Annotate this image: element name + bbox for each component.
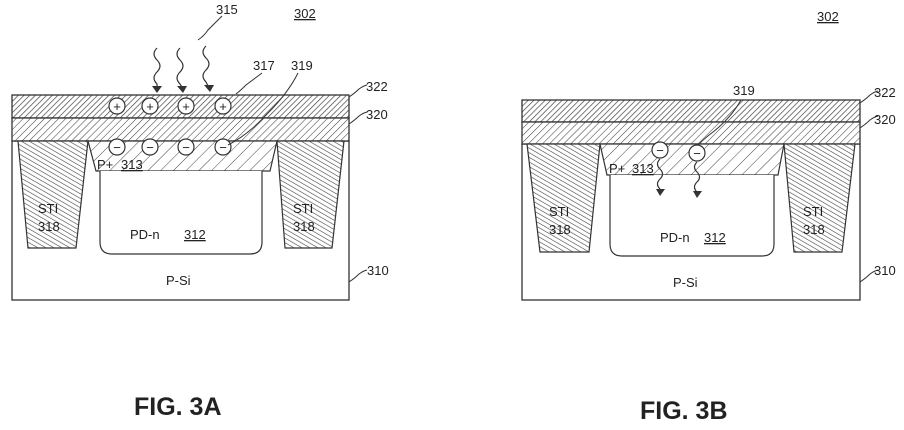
- photodiode-n-region-312: [609, 175, 775, 257]
- layer-322: [521, 99, 861, 123]
- label-p-plus: P+: [609, 161, 625, 176]
- sti-left-318: [526, 143, 601, 253]
- label-sti-right: STI: [803, 204, 823, 219]
- layer-320: [521, 121, 861, 145]
- label-320: 320: [874, 112, 896, 127]
- label-310: 310: [367, 263, 389, 278]
- label-318-left: 318: [549, 222, 571, 237]
- negative-charge-icon: −: [177, 138, 195, 156]
- negative-charge-icons: − −: [651, 141, 706, 162]
- incident-light-arrow-icons: [152, 45, 214, 93]
- label-313: 313: [121, 157, 143, 172]
- sti-right-318: [276, 140, 345, 249]
- svg-text:+: +: [219, 99, 227, 114]
- wavy-arrow-icon: [153, 47, 161, 87]
- figure-3b: − − 302 319 322 320 310 P+ 313 STI 318 S…: [521, 9, 896, 425]
- label-318-right: 318: [293, 219, 315, 234]
- wavy-arrow-icon: [176, 47, 184, 88]
- label-322: 322: [366, 79, 388, 94]
- label-319: 319: [291, 58, 313, 73]
- label-pd-n: PD-n: [130, 227, 160, 242]
- wavy-arrow-icon: [202, 45, 210, 87]
- label-p-si: P-Si: [673, 275, 698, 290]
- svg-text:−: −: [219, 140, 227, 155]
- negative-charge-icons: − − − −: [108, 138, 232, 156]
- label-318-right: 318: [803, 222, 825, 237]
- negative-charge-icon: −: [108, 138, 126, 156]
- figure-caption-3b: FIG. 3B: [640, 397, 728, 425]
- label-320: 320: [366, 107, 388, 122]
- sti-right-318: [783, 143, 856, 253]
- negative-charge-icon: −: [141, 138, 159, 156]
- negative-charge-icon: −: [688, 144, 706, 162]
- label-313: 313: [632, 161, 654, 176]
- label-sti-left: STI: [38, 201, 58, 216]
- layer-320: [11, 117, 350, 142]
- label-302: 302: [294, 6, 316, 21]
- negative-charge-icon: −: [651, 141, 669, 159]
- label-sti-right: STI: [293, 201, 313, 216]
- positive-charge-icon: +: [177, 97, 195, 115]
- svg-text:−: −: [146, 140, 154, 155]
- svg-text:−: −: [182, 140, 190, 155]
- svg-text:+: +: [182, 99, 190, 114]
- positive-charge-icon: +: [108, 97, 126, 115]
- label-pd-n: PD-n: [660, 230, 690, 245]
- label-322: 322: [874, 85, 896, 100]
- negative-charge-icon: −: [214, 138, 232, 156]
- figure-caption-3a: FIG. 3A: [134, 393, 222, 421]
- svg-text:−: −: [113, 140, 121, 155]
- positive-charge-icon: +: [214, 97, 232, 115]
- label-319: 319: [733, 83, 755, 98]
- svg-text:−: −: [693, 146, 701, 161]
- wavy-arrow-icon: [656, 158, 664, 190]
- photodiode-n-region-312: [99, 171, 263, 255]
- figure-3a: + + + + − − − − 315 302 31: [11, 2, 389, 421]
- label-312: 312: [184, 227, 206, 242]
- label-315: 315: [216, 2, 238, 17]
- svg-text:−: −: [656, 143, 664, 158]
- label-p-si: P-Si: [166, 273, 191, 288]
- svg-text:+: +: [146, 99, 154, 114]
- wavy-arrow-icon: [693, 161, 701, 193]
- electron-drift-arrow-icons: [656, 158, 702, 198]
- sti-left-318: [17, 140, 89, 249]
- label-312: 312: [704, 230, 726, 245]
- svg-text:+: +: [113, 99, 121, 114]
- label-p-plus: P+: [97, 157, 113, 172]
- label-302: 302: [817, 9, 839, 24]
- label-310: 310: [874, 263, 896, 278]
- label-sti-left: STI: [549, 204, 569, 219]
- label-317: 317: [253, 58, 275, 73]
- positive-charge-icon: +: [141, 97, 159, 115]
- label-318-left: 318: [38, 219, 60, 234]
- positive-charge-icons: + + + +: [108, 97, 232, 115]
